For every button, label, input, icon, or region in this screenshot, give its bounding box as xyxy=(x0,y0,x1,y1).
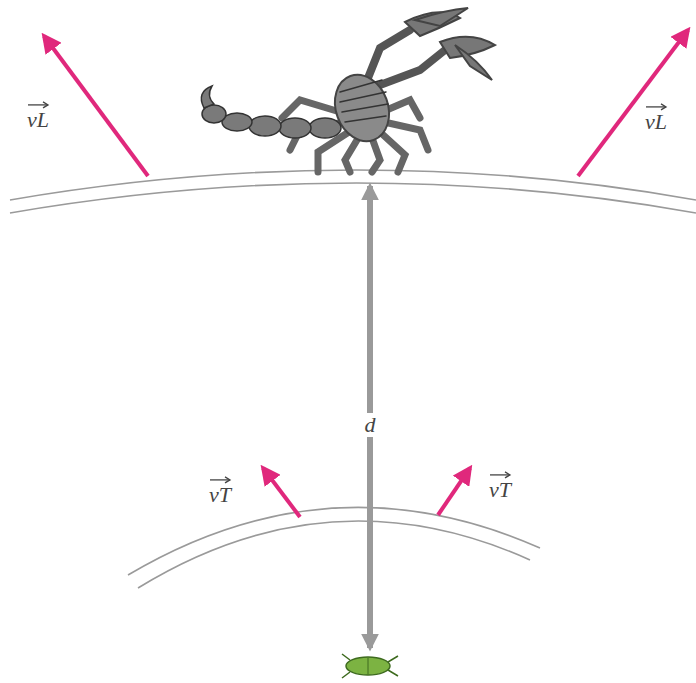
velocity-label: vT xyxy=(207,483,233,507)
velocity-label: vL xyxy=(25,108,51,132)
velocity-label: vL xyxy=(643,110,669,134)
distance-label: d xyxy=(363,413,378,437)
inner-wavefront xyxy=(128,507,540,588)
vector-arrow-mark xyxy=(646,106,666,107)
vector-arrow-mark xyxy=(490,474,510,475)
vector-arrow-mark xyxy=(210,479,230,480)
vector-arrow-mark xyxy=(28,104,48,105)
velocity-label: vT xyxy=(487,478,513,502)
scorpion xyxy=(201,8,495,172)
velocity-arrow xyxy=(44,30,688,517)
beetle xyxy=(342,654,398,678)
surface-wavefront xyxy=(10,170,696,213)
